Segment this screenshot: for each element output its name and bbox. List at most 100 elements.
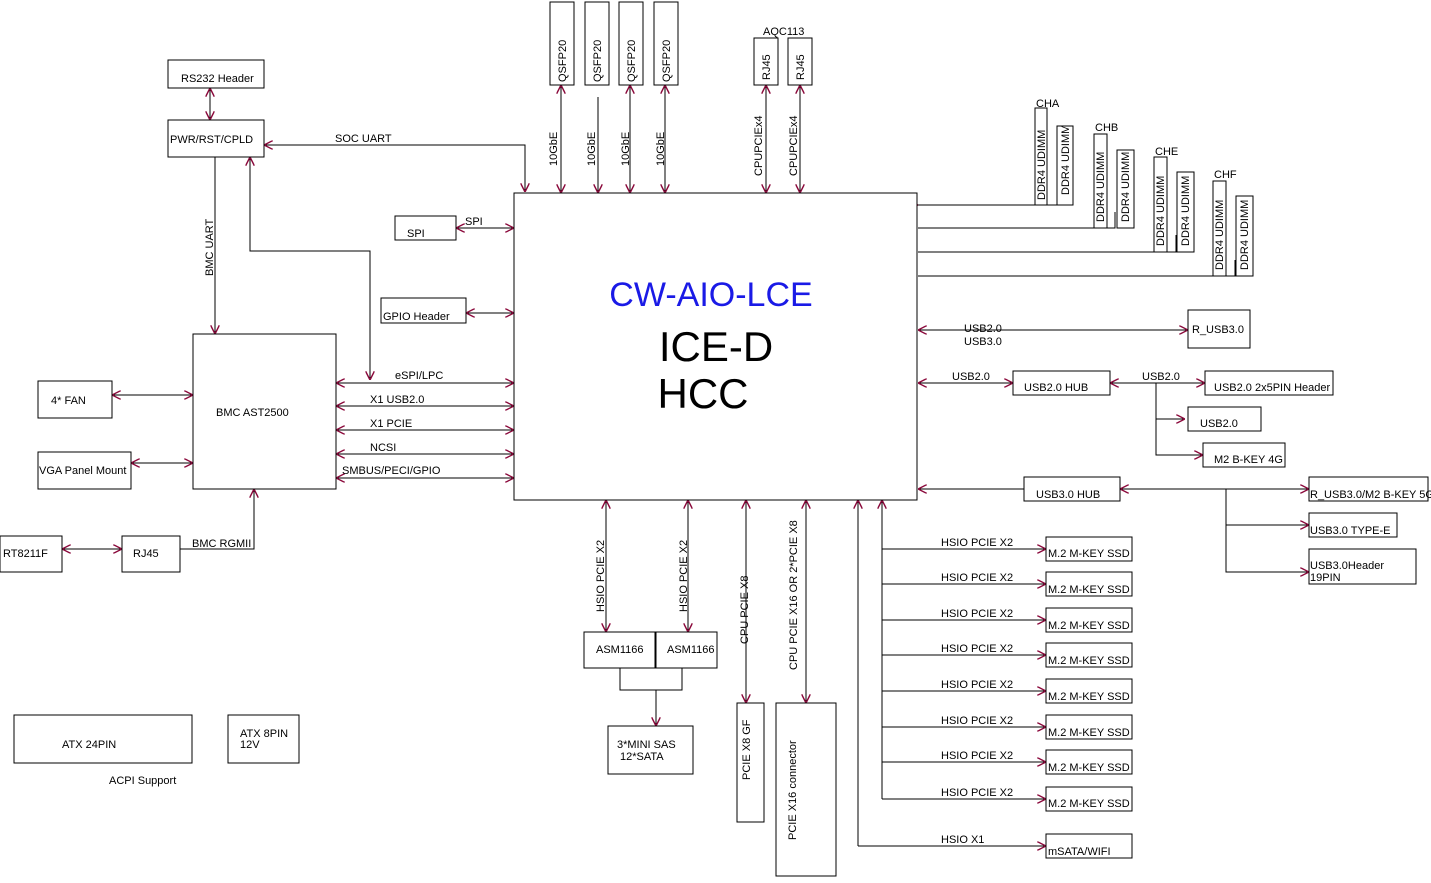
dimm-box (1235, 195, 1254, 277)
atx24-box (13, 714, 193, 764)
dimm-label: DDR4 UDIMM (1060, 125, 1072, 195)
hsio-pcie-label: HSIO PCIE X2 (678, 540, 690, 612)
m2-ssd-label: M.2 M-KEY SSD (1048, 691, 1130, 703)
usb-bus-label: USB3.0 (964, 336, 1002, 348)
qsfp-label: QSFP20 (592, 40, 604, 82)
cpld-label: PWR/RST/CPLD (170, 134, 253, 146)
pcie-x8-gf-label: PCIE X8 GF (741, 719, 753, 780)
chip-name-line2: HCC (658, 370, 749, 417)
usb-bus-label: USB2.0 (964, 323, 1002, 335)
m2-ssd-label: M.2 M-KEY SSD (1048, 798, 1130, 810)
hsio-label: HSIO PCIE X2 (941, 750, 1013, 762)
mini-sas-box (607, 725, 694, 775)
dimm-box (1176, 171, 1195, 253)
spi-bus-label: SPI (465, 216, 483, 228)
m2-ssd-label: M.2 M-KEY SSD (1048, 620, 1130, 632)
rs232-header-label: RS232 Header (181, 73, 254, 85)
spi-box-label: SPI (407, 228, 425, 240)
mini-sas-label: 3*MINI SAS (617, 739, 676, 751)
usb30-header-label: USB3.0Header (1310, 560, 1384, 572)
dimm-box (1056, 125, 1074, 206)
channel-label: CHE (1155, 146, 1178, 158)
m2-ssd-box (1045, 607, 1133, 633)
bmc-box (192, 333, 337, 490)
msata-label: mSATA/WIFI (1048, 846, 1111, 858)
bmc-label: BMC AST2500 (216, 407, 289, 419)
rj45-label: RJ45 (133, 548, 159, 560)
dimm-label: DDR4 UDIMM (1120, 152, 1132, 222)
channel-label: CHF (1214, 169, 1237, 181)
usb30-hub-label: USB3.0 HUB (1036, 489, 1100, 501)
r-usb30-m2-label: R_USB3.0/M2 B-KEY 5G (1310, 489, 1431, 501)
cpld-box (167, 119, 265, 158)
gpio-header-label: GPIO Header (383, 311, 450, 323)
m2-bkey-box (1202, 442, 1286, 468)
rt8211f-box (0, 535, 63, 573)
gbe-label: 10GbE (548, 132, 560, 166)
gpio-header-box (380, 297, 467, 324)
gbe-label: 10GbE (655, 132, 667, 166)
dimm-label: DDR4 UDIMM (1036, 130, 1048, 200)
hsio-x1-label: HSIO X1 (941, 834, 984, 846)
msata-box (1045, 833, 1133, 859)
qsfp-label: QSFP20 (557, 40, 569, 82)
qsfp-label: QSFP20 (661, 40, 673, 82)
asm1166-box (655, 631, 718, 669)
hsio-label: HSIO PCIE X2 (941, 608, 1013, 620)
qsfp-box (584, 1, 610, 86)
dimm-box (1212, 180, 1227, 277)
rj45-box (753, 37, 779, 86)
dimm-label: DDR4 UDIMM (1239, 200, 1251, 270)
hsio-label: HSIO PCIE X2 (941, 537, 1013, 549)
m2-ssd-box (1045, 571, 1133, 597)
usb20-bus-label: USB2.0 (952, 371, 990, 383)
hsio-label: HSIO PCIE X2 (941, 715, 1013, 727)
m2-ssd-box (1045, 749, 1133, 775)
m2-ssd-label: M.2 M-KEY SSD (1048, 548, 1130, 560)
r-usb30-box (1187, 309, 1251, 349)
usb20-hub-box (1012, 370, 1111, 396)
soc-uart-label: SOC UART (335, 133, 392, 145)
dimm-label: DDR4 UDIMM (1095, 152, 1107, 222)
m2-bkey4g-label: M2 B-KEY 4G (1214, 454, 1283, 466)
rj45-box (787, 37, 813, 86)
r-usb30-label: R_USB3.0 (1192, 324, 1244, 336)
channel-label: CHA (1036, 98, 1060, 110)
dimm-box (1034, 107, 1048, 206)
asm1166-label: ASM1166 (596, 644, 644, 656)
m2-ssd-box (1045, 678, 1133, 704)
r-usb30-m2-box (1308, 476, 1429, 502)
qsfp-box (549, 1, 575, 86)
qsfp-box (653, 1, 679, 86)
hsio-pcie-label: HSIO PCIE X2 (595, 540, 607, 612)
bmc-rgmii-label: BMC RGMII (192, 538, 251, 550)
vga-label: VGA Panel Mount (39, 465, 126, 477)
usb30-typee-label: USB3.0 TYPE-E (1310, 525, 1391, 537)
dimm-box (1093, 133, 1108, 229)
usb20-hub-label: USB2.0 HUB (1024, 382, 1088, 394)
qsfp-label: QSFP20 (626, 40, 638, 82)
rt8211f-label: RT8211F (3, 548, 48, 560)
rj45-label: RJ45 (761, 54, 773, 80)
atx24-label: ATX 24PIN (62, 739, 116, 751)
cpupcie-label: CPUPCIEx4 (788, 115, 800, 176)
chip-name-line1: ICE-D (659, 323, 773, 370)
usb30-header-label: 19PIN (1310, 572, 1341, 584)
dimm-box (1153, 156, 1168, 253)
bmc-uart-label: BMC UART (204, 218, 216, 276)
acpi-label: ACPI Support (109, 775, 176, 787)
rj45-label: RJ45 (795, 54, 807, 80)
vga-box (37, 451, 132, 490)
m2-ssd-box (1045, 642, 1133, 668)
rj45-phy-box (121, 535, 181, 573)
hsio-label: HSIO PCIE X2 (941, 787, 1013, 799)
asm1166-box (583, 631, 656, 669)
hsio-label: HSIO PCIE X2 (941, 679, 1013, 691)
rs232-header-box (167, 59, 265, 89)
bus-label: eSPI/LPC (395, 370, 443, 382)
sata-label: 12*SATA (620, 751, 664, 763)
soc-box (513, 192, 918, 501)
hsio-label: HSIO PCIE X2 (941, 643, 1013, 655)
m2-ssd-box (1045, 536, 1133, 562)
